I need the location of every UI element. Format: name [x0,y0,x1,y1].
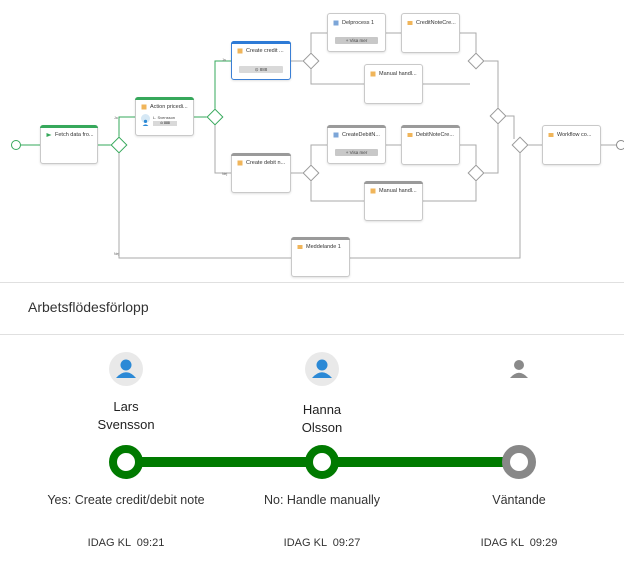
divider-top [0,282,624,283]
step-1-node[interactable] [109,445,143,479]
edge-label-no-1: Nej [114,252,120,256]
edge-label-yes-1: Ja [114,116,118,120]
step-3-time: IDAG KL 09:29 [480,537,558,549]
status-chip: ⊙ 888 [153,121,177,126]
task-label: Manual handl... [379,71,417,77]
edge-label-no-2: Nej [222,172,228,176]
task-fetch-data[interactable]: Fetch data fro... [40,125,98,164]
task-create-credit[interactable]: Create credit ... ⊙ 888 [231,41,291,80]
subprocess-icon [333,132,339,138]
subprocess-icon [333,20,339,26]
step-1-name: Lars Svensson [97,399,155,432]
service-task-icon [407,21,413,25]
user-icon [312,359,332,378]
service-task-icon [407,133,413,137]
task-label: DebitNoteCre... [416,132,454,138]
user-task-icon [237,160,243,166]
task-creditnote-create[interactable]: CreditNoteCre... [401,13,460,53]
divider-section [0,334,624,335]
task-label: Workflow co... [557,132,592,138]
task-label: Manual handl... [379,188,417,194]
service-task-icon [548,133,554,137]
subprocess-createdebitnote[interactable]: CreateDebitN... + Visa mer [327,125,386,164]
task-manual-handling-1[interactable]: Manual handl... [364,64,423,104]
start-event[interactable] [11,140,21,150]
progress-track [126,457,519,467]
task-workflow-complete[interactable]: Workflow co... [542,125,601,165]
step-2-node[interactable] [305,445,339,479]
step-2-outcome: No: Handle manually [263,493,381,507]
user-icon [510,360,528,378]
task-debitnote-create[interactable]: DebitNoteCre... [401,125,460,165]
assignee-name: L. Svensson [153,115,176,120]
status-chip: ⊙ 888 [239,66,283,73]
avatar-step-2 [305,352,339,386]
script-icon [46,133,52,137]
user-task-icon [370,71,376,77]
task-label: CreateDebitN... [342,132,380,138]
avatar-step-3 [502,352,536,386]
message-icon [297,245,303,249]
user-icon [116,359,136,378]
task-meddelande-1[interactable]: Meddelande 1 [291,237,350,277]
user-task-icon [141,104,147,110]
task-label: Action pricedi... [150,104,188,110]
show-more-button[interactable]: + Visa mer [335,149,378,156]
step-1-time: IDAG KL 09:21 [87,537,165,549]
task-manual-handling-2[interactable]: Manual handl... [364,181,423,221]
task-label: CreditNoteCre... [416,20,456,26]
end-event[interactable] [616,140,624,150]
avatar-step-1 [109,352,143,386]
task-label: Create debit n... [246,160,286,166]
edge-label-yes-2: Ja [222,58,226,62]
user-icon [142,119,149,126]
section-title: Arbetsflödesförlopp [28,299,149,315]
task-label: Meddelande 1 [306,244,341,250]
user-task-icon [370,188,376,194]
flow-connectors [21,32,616,259]
task-label: Delprocess 1 [342,20,375,26]
workflow-diagram[interactable]: Ja Ja Nej Nej Fetch data fro... Action p… [0,0,624,282]
task-label: Create credit ... [246,48,284,54]
step-3-outcome: Väntande [492,493,546,507]
user-task-icon [237,48,243,54]
step-2-name: Hanna Olsson [301,402,343,435]
task-action-pricedi[interactable]: Action pricedi... L. Svensson ⊙ 888 [135,97,194,136]
task-label: Fetch data fro... [55,132,94,138]
step-3-node[interactable] [502,445,536,479]
subprocess-delprocess-1[interactable]: Delprocess 1 + Visa mer [327,13,386,52]
step-1-outcome: Yes: Create credit/debit note [47,493,205,507]
step-2-time: IDAG KL 09:27 [283,537,361,549]
show-more-button[interactable]: + Visa mer [335,37,378,44]
task-create-debit[interactable]: Create debit n... [231,153,291,193]
avatar [141,114,150,126]
